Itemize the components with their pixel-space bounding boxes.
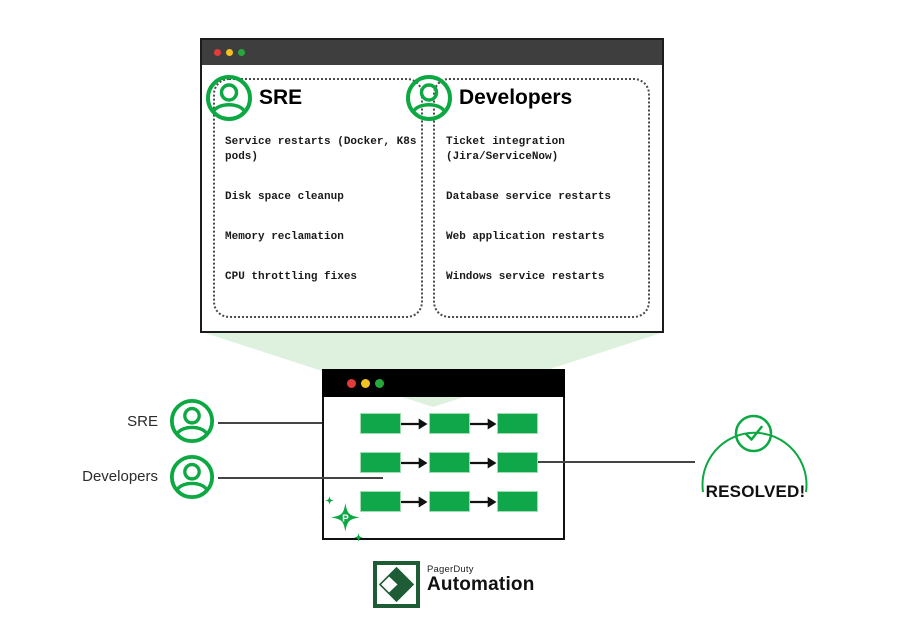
sre-panel-title: SRE bbox=[259, 86, 303, 109]
automation-sparkle-icon: P bbox=[325, 496, 363, 542]
workflow-row bbox=[360, 413, 538, 434]
workflow-step bbox=[428, 413, 470, 434]
maximize-window-icon bbox=[238, 49, 245, 56]
check-circle-icon bbox=[734, 414, 773, 453]
pagerduty-automation-logo: PagerDuty Automation bbox=[373, 561, 593, 609]
dev-capability: Web application restarts bbox=[446, 231, 605, 243]
workflow-row bbox=[360, 452, 538, 473]
arrow-right-icon bbox=[469, 416, 497, 431]
maximize-window-icon bbox=[375, 378, 384, 388]
dev-capability: Windows service restarts bbox=[446, 271, 605, 283]
minimize-window-icon bbox=[361, 378, 370, 388]
sparkle-letter: P bbox=[342, 514, 349, 525]
close-window-icon bbox=[214, 49, 221, 56]
avatar-icon bbox=[206, 75, 252, 121]
arrow-right-icon bbox=[401, 494, 429, 509]
workflow-step bbox=[360, 413, 401, 434]
workflow-step bbox=[497, 452, 538, 473]
pagerduty-automation-logo-icon bbox=[373, 561, 420, 608]
workflow-step bbox=[497, 491, 538, 512]
window-titlebar bbox=[202, 40, 662, 65]
sre-panel: Service restarts (Docker, K8s pods) Disk… bbox=[213, 78, 423, 318]
workflow-step bbox=[497, 413, 538, 434]
resolved-label: RESOLVED! bbox=[705, 482, 806, 501]
arrow-right-icon bbox=[469, 455, 497, 470]
capabilities-window: Service restarts (Docker, K8s pods) Disk… bbox=[200, 38, 664, 333]
connector-line-resolved bbox=[537, 461, 695, 463]
actor-label-sre: SRE bbox=[127, 413, 158, 430]
connector-line-sre bbox=[218, 422, 322, 424]
dev-capability: Ticket integration (Jira/ServiceNow) bbox=[446, 136, 565, 163]
developers-panel-title: Developers bbox=[459, 86, 573, 109]
close-window-icon bbox=[347, 378, 356, 388]
workflow-step bbox=[428, 491, 470, 512]
logo-product-text: Automation bbox=[427, 574, 535, 595]
resolved-arc bbox=[701, 431, 808, 493]
window-titlebar bbox=[322, 369, 565, 397]
workflow-step bbox=[360, 452, 401, 473]
sre-capability: Memory reclamation bbox=[225, 231, 344, 243]
arrow-right-icon bbox=[469, 494, 497, 509]
minimize-window-icon bbox=[226, 49, 233, 56]
arrow-right-icon bbox=[401, 455, 429, 470]
connector-line-developers bbox=[218, 477, 383, 479]
workflow-row bbox=[360, 491, 538, 512]
dev-capability: Database service restarts bbox=[446, 191, 612, 203]
developers-panel-header: Developers bbox=[405, 74, 572, 122]
actor-label-developers: Developers bbox=[82, 468, 158, 485]
sre-capability: Disk space cleanup bbox=[225, 191, 344, 203]
workflow-step bbox=[428, 452, 470, 473]
sre-capability: Service restarts (Docker, K8s pods) bbox=[225, 136, 417, 163]
avatar-icon bbox=[169, 398, 215, 444]
sre-capability: CPU throttling fixes bbox=[225, 271, 358, 283]
workflow-step bbox=[360, 491, 401, 512]
sre-panel-header: SRE bbox=[205, 74, 302, 122]
avatar-icon bbox=[406, 75, 452, 121]
logo-brand-text: PagerDuty bbox=[427, 564, 474, 575]
arrow-right-icon bbox=[401, 416, 429, 431]
developers-panel: Ticket integration (Jira/ServiceNow) Dat… bbox=[433, 78, 650, 318]
avatar-icon bbox=[169, 454, 215, 500]
